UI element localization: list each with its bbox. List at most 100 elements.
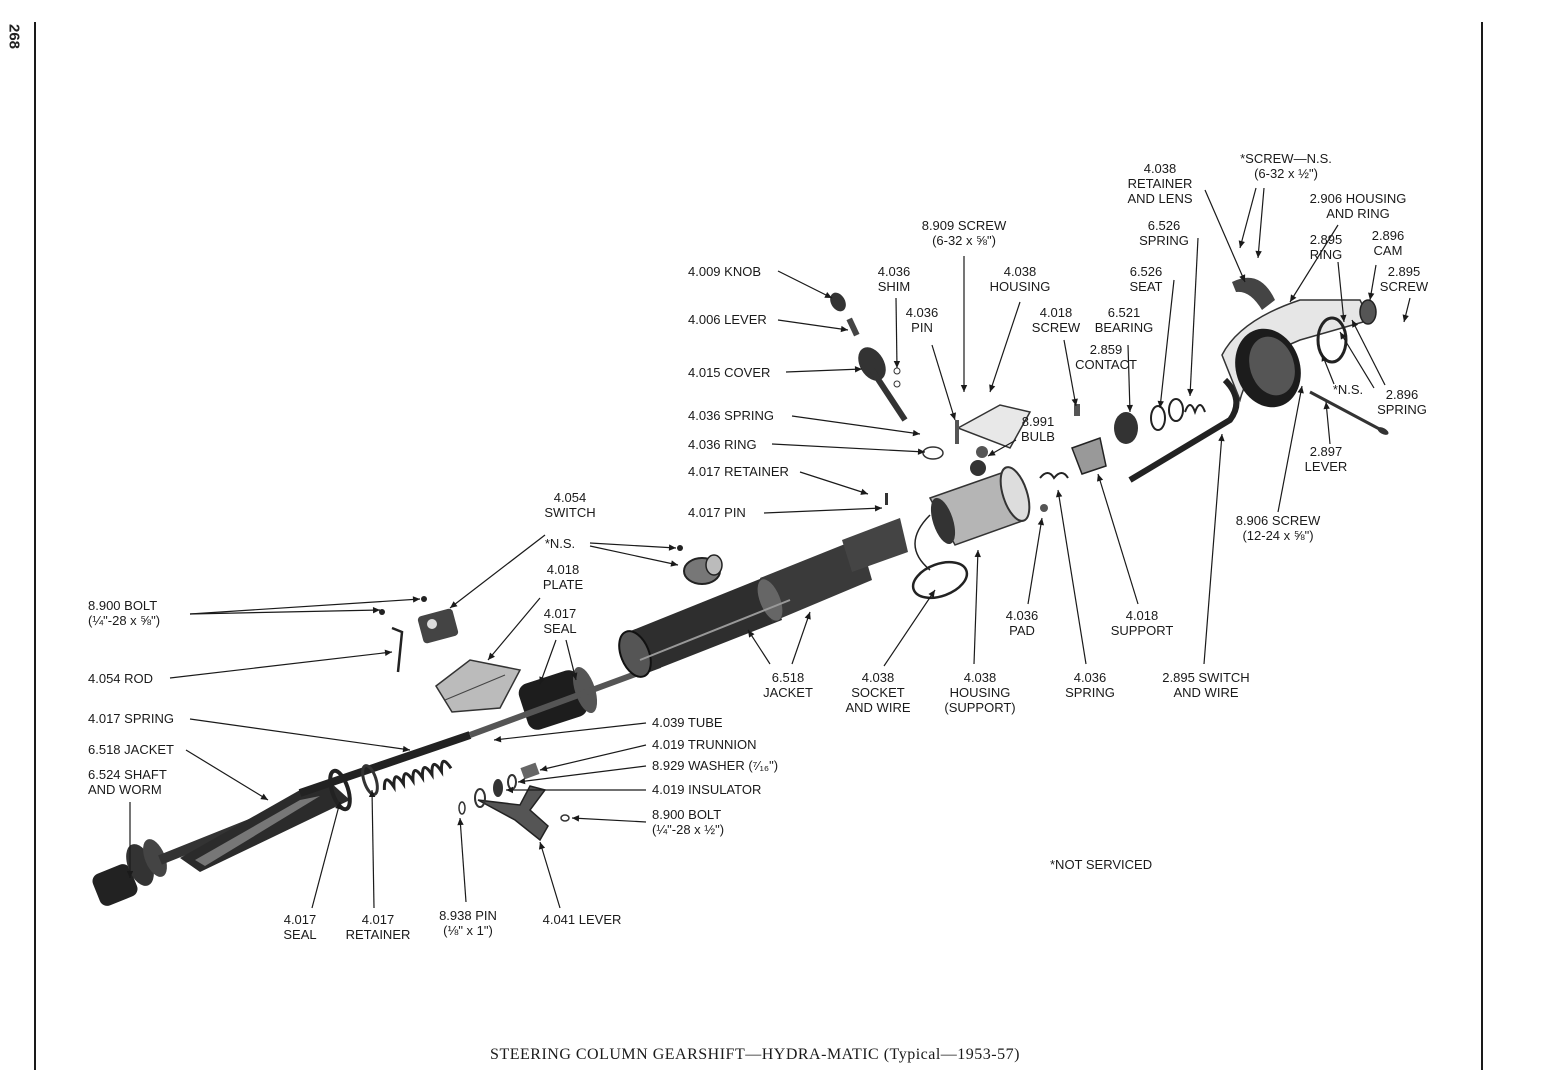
arrowhead [335,802,342,810]
callout-ns-left: *N.S. [545,536,575,551]
arrowhead [668,544,676,551]
callout-line: 4.038 [862,670,895,685]
callout-line: 8.900 BOLT [88,598,157,613]
leader-cover [785,368,863,373]
arrowhead [1290,294,1297,302]
callout-line: CONTACT [1075,357,1137,372]
leader-screw-ns [1239,187,1257,249]
callout-line: BEARING [1095,320,1154,335]
arrowhead [1037,518,1045,526]
callout-screw-8909: 8.909 SCREW(6-32 x ⅝") [922,218,1007,248]
leader-screw-4018 [1063,339,1077,407]
callout-line: 4.017 [362,912,395,927]
callout-spring-4017: 4.017 SPRING [88,711,174,726]
callout-line: 2.895 [1388,264,1421,279]
callout-line: 2.896 [1372,228,1405,243]
callout-line: 4.041 LEVER [543,912,622,927]
callout-line: 8.938 PIN [439,908,497,923]
leader-plate [487,597,541,661]
callout-line: 6.526 [1148,218,1181,233]
callout-line: AND WIRE [1174,685,1239,700]
arrowhead [1368,292,1375,300]
callout-line: CAM [1374,243,1403,258]
callout-line: SWITCH [544,505,595,520]
arrowhead [1321,354,1328,362]
callout-line: 4.017 RETAINER [688,464,789,479]
arrowhead [457,818,464,826]
callout-line: SUPPORT [1111,623,1174,638]
callout-line: 4.036 [1006,608,1039,623]
callout-screw-ns: *SCREW—N.S.(6-32 x ½") [1240,151,1332,181]
footnote-not-serviced: *NOT SERVICED [1050,857,1152,872]
callout-line: 2.906 HOUSING [1310,191,1407,206]
callout-line: 6.524 SHAFT [88,767,167,782]
arrowhead [126,871,134,878]
callout-line: 2.895 [1310,232,1343,247]
leader-housing-support [973,549,979,665]
callout-line: SPRING [1139,233,1189,248]
callout-line: (6-32 x ⅝") [932,233,996,248]
leader-bolt-8900bot [571,817,647,823]
callout-tube: 4.039 TUBE [652,715,723,730]
support-part [1071,437,1107,475]
callout-line: JACKET [763,685,813,700]
callout-bolt-8900top: 8.900 BOLT(¼"-28 x ⅝") [88,598,160,628]
arrowhead [748,630,755,638]
callout-line: 4.019 TRUNNION [652,737,757,752]
leader-seal-4017bot [311,801,341,909]
leader-spring-2896 [1351,319,1386,386]
leader-shim [895,297,898,369]
callout-line: SCREW [1380,279,1429,294]
leader-spring-4036 [791,415,921,435]
arrowhead [402,745,410,753]
parts-drawing [92,277,1389,906]
leader-spring-4017 [189,718,411,751]
arrowhead [960,385,968,392]
shift-lever-part [477,785,549,842]
leader-tube [493,722,647,741]
upper-jacket-part [618,518,908,678]
leader-washer [517,765,647,783]
callout-washer: 8.929 WASHER (⁷⁄₁₆") [652,758,778,773]
arrowhead [538,842,546,850]
callout-line: *N.S. [1333,382,1363,397]
arrowhead [1402,314,1409,322]
callout-line: 6.518 [772,670,805,685]
callout-line: 4.036 [878,264,911,279]
leader-rod [169,651,393,679]
callout-line: SPRING [1065,685,1115,700]
arrowhead [974,550,981,558]
callout-line: *N.S. [545,536,575,551]
arrowhead [854,366,862,373]
callout-ring-4036: 4.036 RING [688,437,757,452]
callout-line: 8.906 SCREW [1236,513,1321,528]
arrowhead [488,652,495,660]
callout-rod: 4.054 ROD [88,671,153,686]
callout-line: (⅛" x 1") [443,923,493,938]
callout-line: 4.018 [1126,608,1159,623]
leader-pad [1027,517,1043,605]
callout-line: (¼"-28 x ⅝") [88,613,160,628]
leader-switch-4054 [449,534,546,609]
arrowhead [989,384,996,392]
callout-retainer-4017a: 4.017 RETAINER [688,464,789,479]
leader-seat [1159,279,1175,409]
leader-trunnion [539,744,647,771]
arrowhead [928,590,935,598]
arrowhead [840,325,848,333]
callout-line: RING [1310,247,1343,262]
arrowhead [824,292,832,298]
